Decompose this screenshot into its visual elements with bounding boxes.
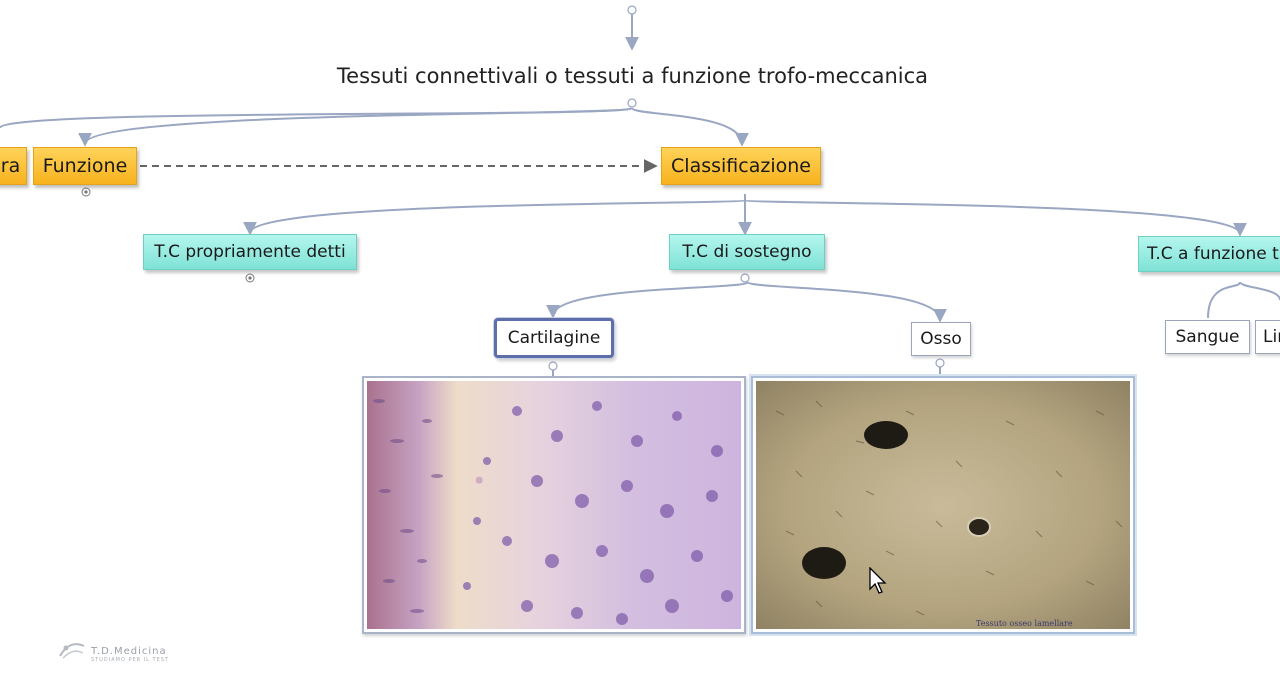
bone-micrograph[interactable]: Tessuto osseo lamellare bbox=[751, 376, 1135, 634]
topic-partial-left-label: ra bbox=[0, 155, 21, 177]
watermark-brand: T.D.Medicina bbox=[91, 646, 167, 657]
topic-linfa-partial-label: Lir bbox=[1263, 327, 1280, 347]
bone-micrograph-image: Tessuto osseo lamellare bbox=[756, 381, 1130, 629]
topic-funzione[interactable]: Funzione bbox=[33, 147, 137, 185]
td-medicina-logo-icon bbox=[59, 643, 85, 659]
watermark-tagline: STUDIAMO PER IL TEST bbox=[91, 657, 170, 663]
bone-image-caption: Tessuto osseo lamellare bbox=[976, 619, 1073, 628]
topic-tc-a-funzione-trofica[interactable]: T.C a funzione t bbox=[1138, 236, 1280, 272]
topic-tc-di-sostegno[interactable]: T.C di sostegno bbox=[669, 234, 825, 270]
topic-tc-di-sostegno-label: T.C di sostegno bbox=[682, 242, 812, 262]
topic-cartilagine-label: Cartilagine bbox=[507, 328, 601, 348]
topic-classificazione-label: Classificazione bbox=[671, 155, 811, 177]
mouse-pointer-icon bbox=[869, 567, 887, 594]
cartilage-cells-illustration bbox=[373, 399, 733, 625]
bone-lacunae-illustration bbox=[775, 400, 1123, 616]
central-topic-label: Tessuti connettivali o tessuti a funzion… bbox=[336, 64, 929, 88]
topic-osso[interactable]: Osso bbox=[911, 322, 971, 356]
topic-tc-a-funzione-trofica-label: T.C a funzione t bbox=[1147, 244, 1279, 264]
topic-cartilagine[interactable]: Cartilagine bbox=[494, 318, 614, 358]
cartilage-micrograph[interactable] bbox=[362, 376, 746, 634]
topic-tc-propriamente-detti[interactable]: T.C propriamente detti bbox=[143, 234, 357, 270]
central-topic[interactable]: Tessuti connettivali o tessuti a funzion… bbox=[300, 58, 965, 94]
topic-funzione-label: Funzione bbox=[42, 155, 128, 177]
topic-tc-propriamente-detti-label: T.C propriamente detti bbox=[154, 242, 346, 262]
topic-sangue[interactable]: Sangue bbox=[1165, 320, 1250, 354]
topic-partial-left[interactable]: ra bbox=[0, 147, 27, 185]
topic-osso-label: Osso bbox=[920, 329, 962, 349]
topic-linfa-partial[interactable]: Lir bbox=[1255, 320, 1280, 354]
cartilage-micrograph-image bbox=[367, 381, 741, 629]
topic-classificazione[interactable]: Classificazione bbox=[661, 147, 821, 185]
topic-sangue-label: Sangue bbox=[1175, 327, 1240, 347]
